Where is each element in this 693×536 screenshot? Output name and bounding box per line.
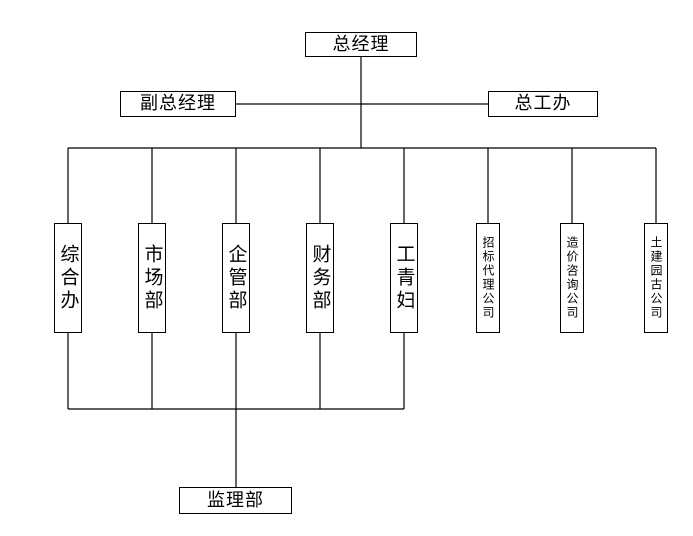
company-box-1: 招标代理公司 xyxy=(476,223,500,333)
dept-box-2: 市场部 xyxy=(138,223,166,333)
dept-box-4: 财务部 xyxy=(306,223,334,333)
chief-engineer-office-box: 总工办 xyxy=(488,91,598,117)
gm-box: 总经理 xyxy=(305,32,417,57)
deputy-gm-box: 副总经理 xyxy=(120,91,236,117)
company-box-3: 土建园古公司 xyxy=(644,223,668,333)
company-box-2: 造价咨询公司 xyxy=(560,223,584,333)
dept-box-3: 企管部 xyxy=(222,223,250,333)
dept-box-1: 综合办 xyxy=(54,223,82,333)
supervision-box: 监理部 xyxy=(179,487,292,514)
dept-box-5: 工青妇 xyxy=(390,223,418,333)
